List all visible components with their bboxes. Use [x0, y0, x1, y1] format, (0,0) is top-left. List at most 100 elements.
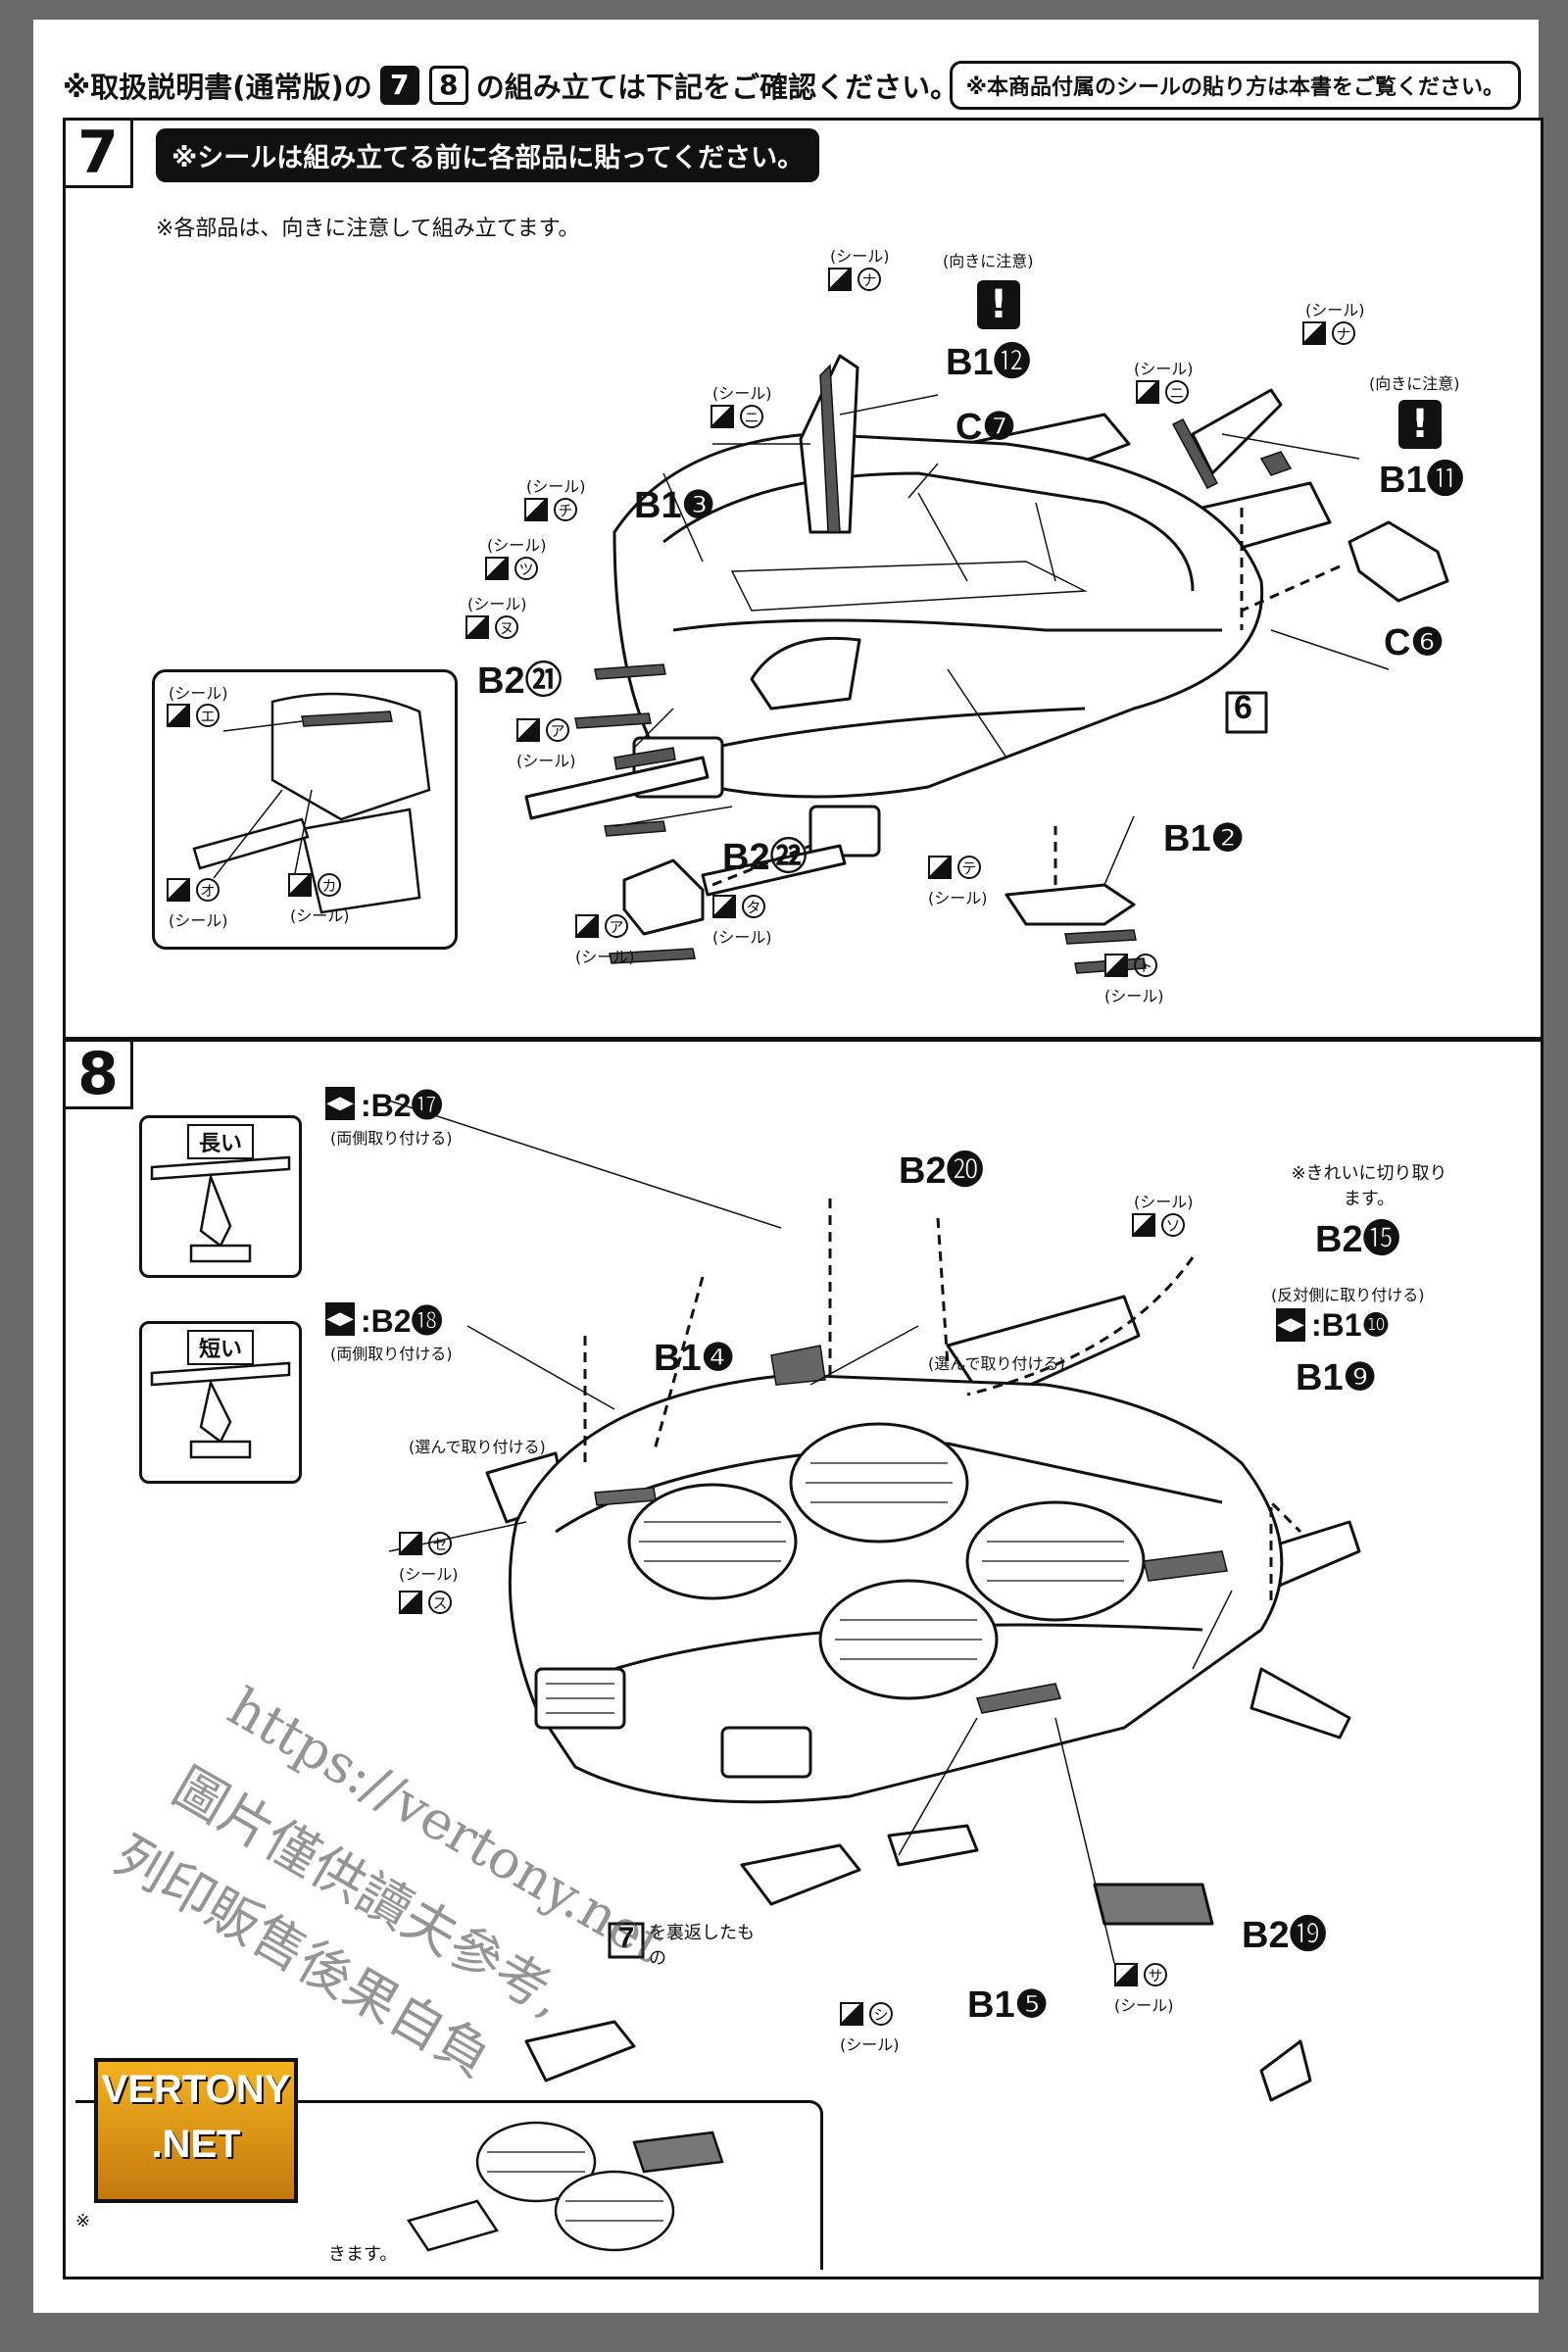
seal-icon — [575, 914, 599, 938]
seal-word: (シール) — [575, 948, 635, 966]
part-b1-10-label: :B1❿ — [1311, 1307, 1391, 1343]
bottom-inset-diagram — [407, 2121, 724, 2252]
seal-chip-ni-1: ニ — [710, 405, 763, 428]
choose-note: (選んで取り付ける) — [409, 1438, 546, 1456]
long-label: 長い — [186, 1124, 255, 1159]
kana-label: エ — [196, 704, 220, 727]
seal-icon — [288, 873, 312, 897]
seal-word: (シール) — [399, 1565, 459, 1584]
seal-chip-o: オ — [167, 878, 220, 902]
header-prefix: ※取扱説明書(通常版)の — [63, 71, 372, 104]
vertony-logo: VERTONY .NET — [94, 2058, 298, 2203]
both-sides-b2-18: ◀▶:B2⓲ — [325, 1297, 443, 1342]
seal-chip-se: セ — [399, 1532, 452, 1555]
part-b2-17-label: :B2⓱ — [361, 1088, 443, 1123]
seal-icon — [167, 704, 190, 727]
seal-word: (シール) — [169, 684, 228, 703]
logo-line-2: .NET — [151, 2123, 241, 2166]
seal-word: (シール) — [169, 911, 228, 930]
seal-chip-na-1: ナ — [828, 268, 881, 291]
seal-icon — [710, 405, 734, 428]
step-7-number: 7 — [66, 121, 133, 188]
opposite-side-icon: ◀▶ — [1276, 1308, 1305, 1342]
part-c7-label: C❼ — [956, 407, 1016, 448]
part-b2-19-label: B2⓳ — [1242, 1915, 1327, 1956]
kana-label: セ — [428, 1532, 452, 1555]
part-b1-9-label: B1❾ — [1296, 1357, 1377, 1398]
opposite-b1-10: ◀▶:B1❿ — [1276, 1306, 1390, 1344]
seal-word: (シール) — [1134, 1193, 1194, 1211]
seal-chip-so: ソ — [1132, 1213, 1185, 1237]
bottom-note-suffix: きます。 — [328, 2244, 398, 2265]
part-b1-2-label: B1❷ — [1163, 818, 1245, 859]
step-7-reference: 7 — [617, 1922, 635, 1954]
kana-label: チ — [554, 498, 577, 521]
seal-chip-ta: タ — [712, 895, 765, 918]
seal-icon — [840, 2002, 863, 2026]
seal-word: (シール) — [1305, 301, 1365, 319]
flipped-note: を裏返したもの — [649, 1923, 755, 1969]
kana-label: ヌ — [495, 615, 518, 639]
logo-line-1: VERTONY — [101, 2068, 291, 2111]
step-6-reference: 6 — [1234, 689, 1252, 726]
seal-word: (シール) — [928, 889, 988, 907]
caution-label: (向きに注意) — [1369, 374, 1460, 393]
seal-word: (シール) — [1114, 1996, 1174, 2015]
seal-word: (シール) — [467, 595, 527, 613]
seal-icon — [1302, 321, 1326, 345]
step-8-diagram — [388, 1100, 1361, 2102]
seal-icon — [167, 878, 190, 902]
step-7-diagram — [524, 354, 1449, 974]
part-b2-18-label: :B2⓲ — [361, 1303, 443, 1339]
seal-chip-e: エ — [167, 704, 220, 727]
step-7-note: ※シールは組み立てる前に各部品に貼ってください。 — [156, 128, 820, 182]
part-b1-4-label: B1❹ — [654, 1338, 735, 1379]
seal-icon — [1104, 954, 1128, 977]
kana-label: ス — [428, 1591, 452, 1614]
short-label: 短い — [186, 1330, 255, 1365]
both-sides-icon: ◀▶ — [325, 1087, 355, 1120]
seal-chip-sa: サ — [1114, 1963, 1167, 1986]
short-option-inset: 短い — [139, 1321, 302, 1484]
kana-label: サ — [1144, 1963, 1167, 1986]
inset-diagram — [192, 692, 431, 914]
both-sides-b2-17: ◀▶:B2⓱ — [325, 1081, 443, 1126]
both-sides-icon: ◀▶ — [325, 1302, 355, 1336]
seal-chip-a-1: ア — [516, 718, 569, 742]
kana-label: カ — [318, 873, 341, 897]
seal-word: (シール) — [830, 247, 890, 266]
bottom-note-prefix: ※ — [75, 2211, 91, 2231]
seal-icon — [524, 498, 548, 521]
part-b2-15-label: B2⓯ — [1315, 1219, 1400, 1260]
seal-word: (シール) — [1104, 987, 1164, 1005]
part-b1-5-label: B1❺ — [967, 1984, 1049, 2026]
seal-icon — [712, 895, 736, 918]
seal-icon — [1132, 1213, 1155, 1237]
short-part-sketch — [150, 1361, 291, 1459]
opposite-side-note: (反対側に取り付ける) — [1271, 1286, 1425, 1304]
kana-label: ニ — [740, 405, 763, 428]
seal-word: (シール) — [712, 928, 772, 947]
seal-chip-a-2: ア — [575, 914, 628, 938]
seal-icon — [828, 268, 852, 291]
clean-cut-note: ※きれいに切り取ります。 — [1291, 1163, 1447, 1209]
header-step-8: 8 — [428, 66, 468, 105]
header-step-7: 7 — [379, 66, 419, 105]
seal-word: (シール) — [487, 536, 547, 555]
seal-word: (シール) — [290, 906, 350, 925]
seal-icon — [466, 615, 489, 639]
header-note: ※取扱説明書(通常版)の 7 8 の組み立ては下記をご確認ください。 — [63, 65, 958, 106]
seal-word: (シール) — [526, 477, 586, 496]
step-7-subnote: ※各部品は、向きに注意して組み立てます。 — [156, 217, 580, 241]
both-sides-note: (両側取り付ける) — [330, 1345, 453, 1363]
kana-label: ソ — [1161, 1213, 1185, 1237]
part-c6-label: C❻ — [1384, 622, 1445, 663]
seal-chip-su: ス — [399, 1591, 452, 1614]
seal-chip-chi: チ — [524, 498, 577, 521]
seal-chip-te: テ — [928, 856, 981, 879]
seal-icon — [399, 1591, 422, 1614]
seal-chip-to: ト — [1104, 954, 1157, 977]
seal-word: (シール) — [1134, 360, 1194, 378]
seal-word: (シール) — [516, 752, 576, 770]
seal-icon — [1136, 380, 1159, 404]
